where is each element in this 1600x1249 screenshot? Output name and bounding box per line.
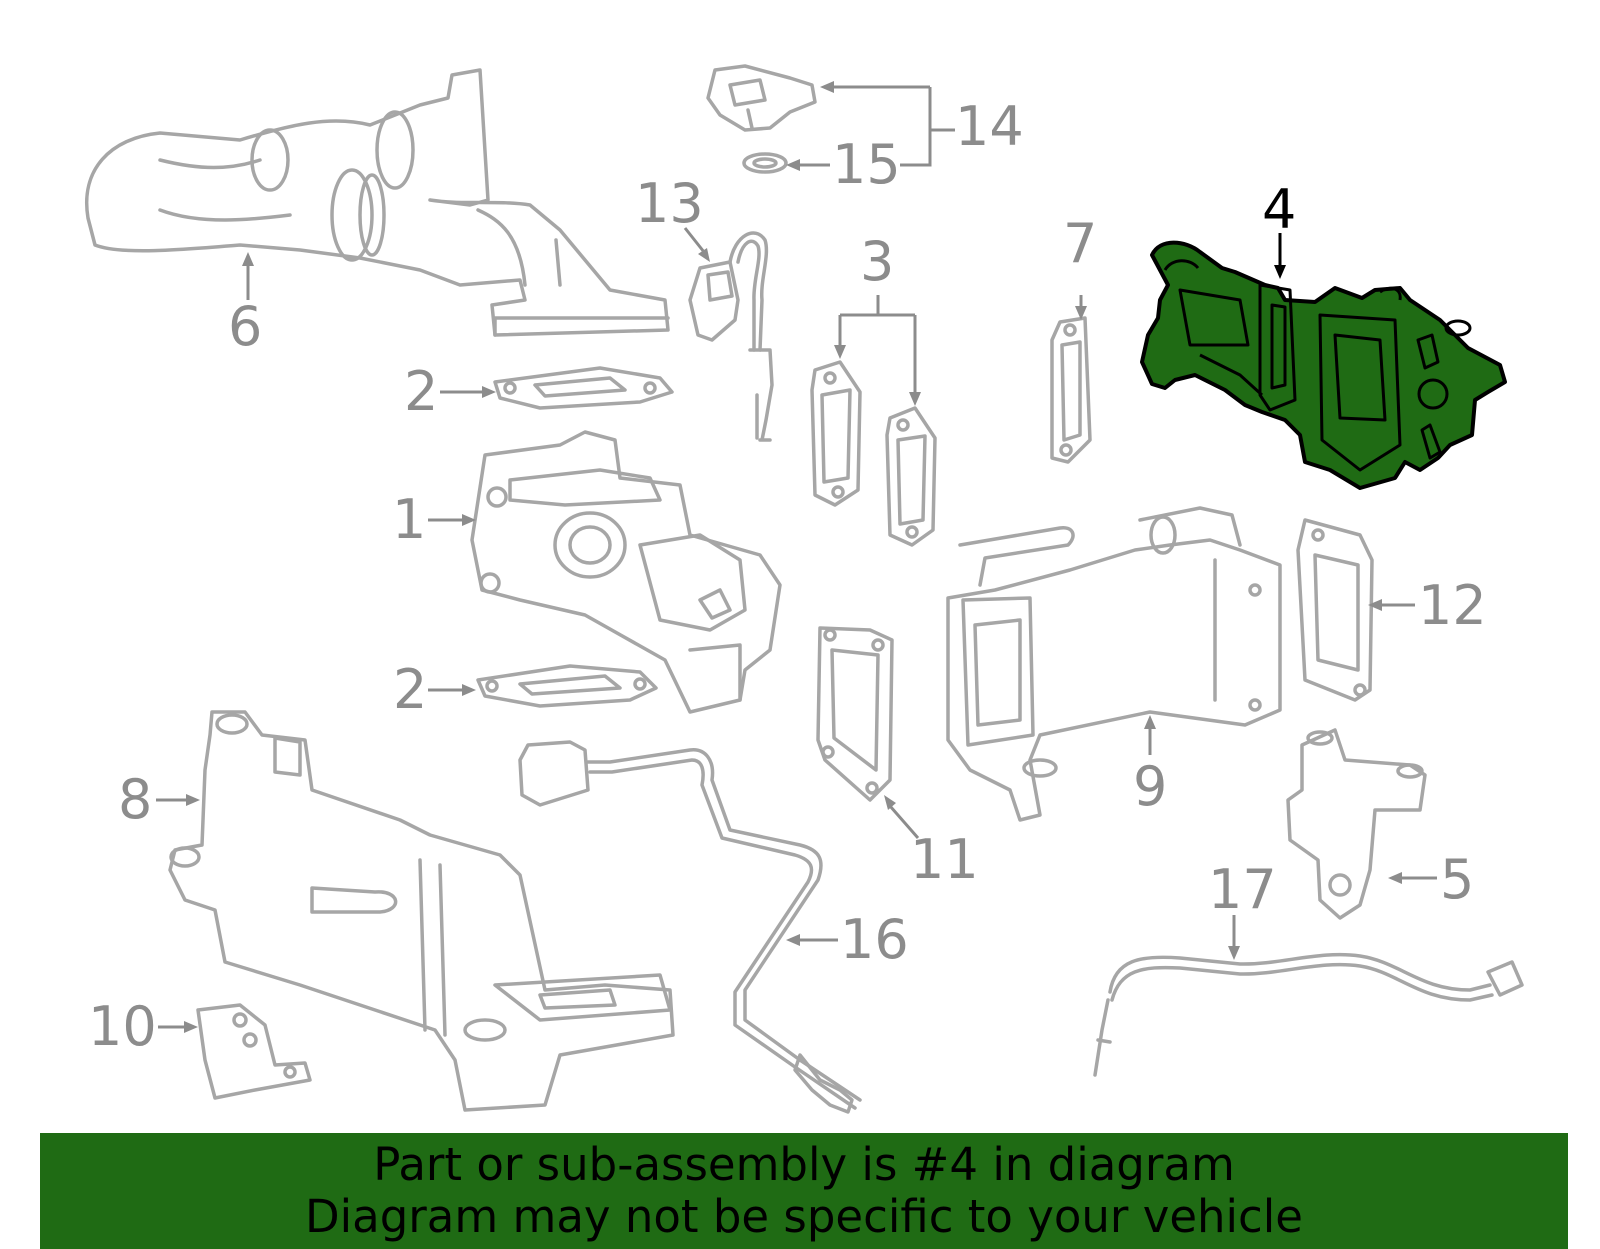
callout-7: 7 [1063,212,1097,275]
part-5-bracket[interactable] [1286,728,1427,920]
callout-1: 1 [392,488,426,551]
callout-9: 9 [1133,755,1167,818]
callout-17: 17 [1208,858,1277,921]
callout-15: 15 [832,133,901,196]
part-7-gasket[interactable] [1050,316,1092,464]
callout-12: 12 [1418,574,1487,637]
part-1-egr-valve[interactable] [470,430,782,714]
callout-8: 8 [118,768,152,831]
callout-10: 10 [88,995,157,1058]
callout-11: 11 [910,828,979,891]
part-2-lower-gasket[interactable] [476,664,658,708]
part-4-egr-valve-highlighted[interactable] [1140,240,1507,490]
callout-3: 3 [860,230,894,293]
callout-16: 16 [840,908,909,971]
callout-13: 13 [635,172,704,235]
callout-2-lower: 2 [393,658,427,721]
part-15-o-ring[interactable] [742,152,788,174]
banner-line-1: Part or sub-assembly is #4 in diagram [373,1138,1235,1191]
part-12-gasket[interactable] [1296,518,1374,702]
part-16-sensor-tube[interactable] [518,740,862,1114]
callout-4: 4 [1262,178,1296,241]
part-9-egr-cooler[interactable] [946,506,1282,822]
callout-labels: 6 2 1 2 8 10 16 13 14 15 3 7 4 11 9 12 5… [88,95,1487,1058]
part-10-bracket[interactable] [196,1003,312,1100]
info-banner: Part or sub-assembly is #4 in diagram Di… [40,1133,1568,1249]
part-6-intake-pipe[interactable] [85,68,670,337]
part-2-upper-gasket[interactable] [493,366,674,410]
banner-line-2: Diagram may not be specific to your vehi… [305,1190,1303,1243]
callout-5: 5 [1440,848,1474,911]
part-14-pressure-sensor[interactable] [706,64,817,132]
callout-14: 14 [955,95,1024,158]
part-8-egr-cooler[interactable] [168,710,675,1112]
part-11-gasket[interactable] [816,626,894,802]
part-13-temp-sensor[interactable] [688,231,774,442]
callout-6: 6 [228,295,262,358]
callout-leaders [156,81,1437,1033]
callout-2-upper: 2 [404,360,438,423]
part-3-gaskets[interactable] [810,360,937,547]
part-17-temp-sensor[interactable] [1093,952,1524,1077]
